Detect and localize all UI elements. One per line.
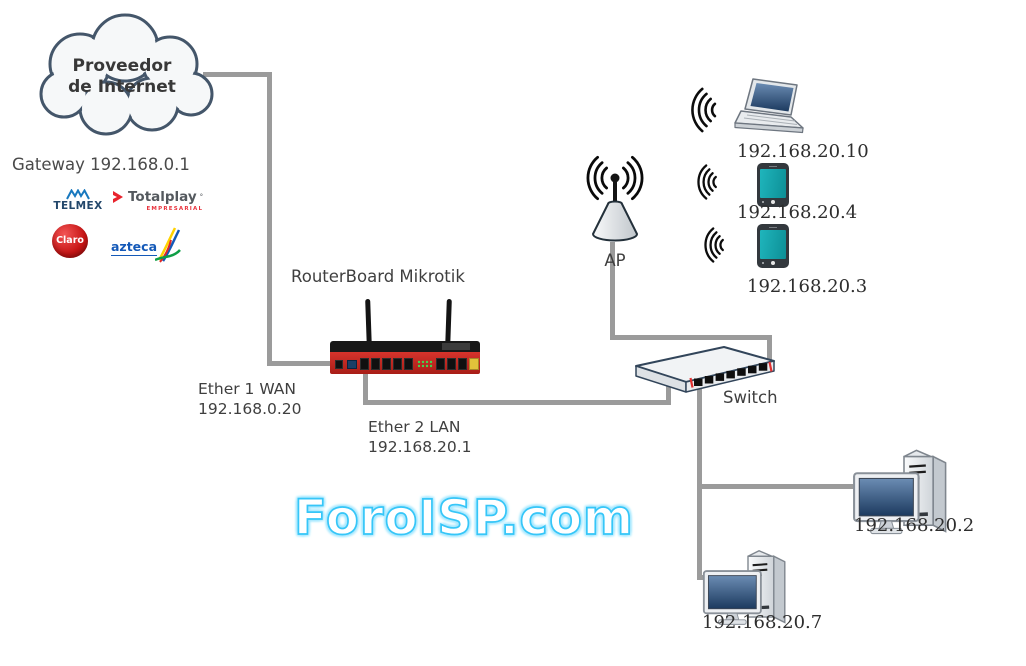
- claro-wordmark: Claro: [56, 235, 84, 246]
- cable-lan-horizontal: [363, 400, 671, 405]
- router-eth-port: [360, 358, 369, 370]
- ap-antenna: [613, 178, 617, 206]
- router-eth-port: [447, 358, 456, 370]
- smartphone-icon: [757, 163, 789, 207]
- router-eth-port: [436, 358, 445, 370]
- mikrotik-router: [330, 298, 480, 377]
- phone-home-button: [771, 200, 775, 204]
- wan-port-label: Ether 1 WAN 192.168.0.20: [198, 379, 302, 419]
- laptop-icon: [734, 78, 804, 134]
- telmex-logo: TELMEX: [46, 189, 110, 212]
- phone1-ip-label: 192.168.20.4: [737, 202, 858, 223]
- totalplay-sub-label: EMPRESARIAL: [146, 206, 204, 212]
- phone-speaker: [769, 226, 777, 228]
- wifi-signal-icon: [697, 164, 717, 200]
- lan-label-line2: 192.168.20.1: [368, 438, 472, 456]
- cable-ap-down: [610, 242, 615, 340]
- router-eth-port: [371, 358, 380, 370]
- phone-mic-dot: [762, 201, 764, 203]
- lan-label-line1: Ether 2 LAN: [368, 418, 461, 436]
- router-label-plate: [442, 343, 470, 350]
- router-eth-port: [404, 358, 413, 370]
- totalplay-logo: Totalplay° EMPRESARIAL: [111, 189, 203, 212]
- cable-to-router-wan: [267, 361, 333, 366]
- router-antenna-right: [445, 298, 452, 348]
- router-eth-port: [382, 358, 391, 370]
- wan-label-line1: Ether 1 WAN: [198, 380, 296, 398]
- totalplay-degree: °: [199, 193, 204, 201]
- router-eth-port: [458, 358, 467, 370]
- router-label: RouterBoard Mikrotik: [291, 267, 465, 286]
- router-sfp-port: [347, 360, 357, 369]
- router-antenna-left: [365, 298, 372, 348]
- ap-label: AP: [604, 251, 626, 270]
- cloud-label-line2: de Internet: [68, 77, 176, 97]
- phone-screen: [760, 169, 786, 198]
- router-top-panel: [330, 341, 480, 352]
- switch-icon: [635, 346, 775, 393]
- claro-logo: Claro: [52, 224, 88, 258]
- watermark: ForoISP.com: [293, 489, 634, 547]
- internet-cloud: [39, 13, 214, 136]
- router-led-grid: [417, 360, 433, 368]
- cloud-label-line1: Proveedor: [72, 56, 172, 76]
- pc1-ip-label: 192.168.20.2: [854, 515, 975, 536]
- router-eth-port-poe: [469, 358, 479, 370]
- cable-branch-pc1: [697, 484, 877, 489]
- phone-mic-dot: [762, 262, 764, 264]
- azteca-wordmark: azteca: [111, 239, 158, 256]
- gateway-label: Gateway 192.168.0.1: [12, 155, 190, 174]
- phone-home-button: [771, 261, 775, 265]
- totalplay-play-icon: [113, 191, 123, 203]
- phone-screen: [760, 230, 786, 259]
- phone2-ip-label: 192.168.20.3: [747, 276, 868, 297]
- cable-lan-up-to-switch: [666, 378, 671, 405]
- wifi-signal-icon: [704, 227, 724, 263]
- cable-ap-to-switch: [767, 335, 772, 370]
- cable-cloud-horizontal: [203, 72, 272, 77]
- cable-ap-horizontal: [610, 335, 772, 340]
- wan-label-line2: 192.168.0.20: [198, 400, 302, 418]
- switch-label: Switch: [723, 388, 778, 407]
- router-front-panel: [330, 352, 480, 374]
- cloud-label: Proveedor de Internet: [28, 56, 216, 98]
- telmex-mark-icon: [66, 189, 90, 200]
- smartphone-icon: [757, 224, 789, 268]
- router-eth-port: [393, 358, 402, 370]
- telmex-wordmark: TELMEX: [53, 200, 103, 212]
- router-power-port: [335, 360, 343, 369]
- switch-ports: [694, 363, 768, 386]
- access-point-icon: [586, 155, 644, 242]
- cable-cloud-vertical: [267, 72, 272, 366]
- phone-speaker: [769, 165, 777, 167]
- azteca-logo: azteca: [111, 226, 181, 266]
- lan-port-label: Ether 2 LAN 192.168.20.1: [368, 417, 472, 457]
- azteca-swoosh-icon: [155, 227, 181, 263]
- pc2-ip-label: 192.168.20.7: [702, 612, 823, 633]
- wifi-signal-icon: [691, 87, 717, 133]
- cable-lan-stub: [363, 373, 368, 403]
- laptop-ip-label: 192.168.20.10: [737, 141, 869, 162]
- totalplay-wordmark: Totalplay: [128, 189, 197, 205]
